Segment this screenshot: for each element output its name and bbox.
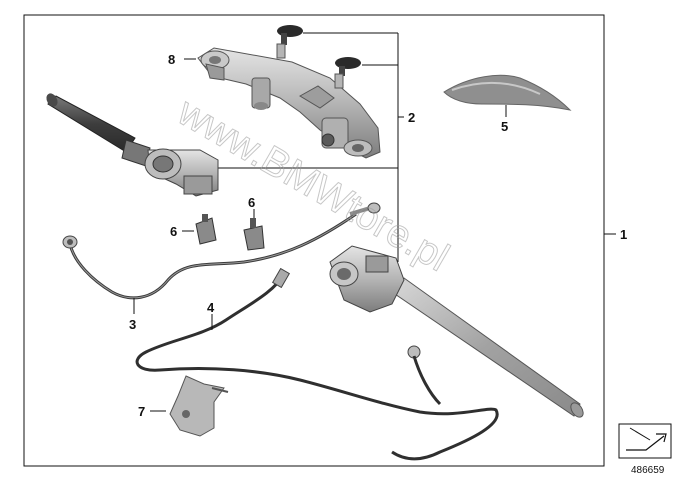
diagram-number: 486659: [631, 465, 665, 476]
handlebar-grip-part: [46, 93, 219, 197]
callout-bracket-1: [397, 168, 616, 262]
reference-box: [618, 423, 672, 459]
bracket-plate-part: [169, 375, 229, 437]
callout-6a: 6: [170, 224, 177, 239]
callout-6b: 6: [248, 195, 255, 210]
callout-1: 1: [620, 227, 627, 242]
brake-hose-part-3: [62, 202, 381, 300]
cover-part: [443, 74, 572, 111]
callout-7: 7: [138, 404, 145, 419]
clamp-part-6b: [243, 218, 265, 251]
knob-part-lower: [334, 57, 361, 89]
fork-tube-part: [329, 245, 584, 418]
clamp-part-6a: [195, 214, 217, 245]
callout-2: 2: [408, 110, 415, 125]
knob-part-upper: [276, 25, 303, 59]
triple-clamp-part: [197, 47, 381, 159]
diagram-frame: [23, 14, 605, 467]
callout-3: 3: [129, 317, 136, 332]
callout-4: 4: [207, 300, 215, 315]
brake-hose-part-4: [135, 267, 499, 461]
arrow-icon: [626, 433, 667, 451]
callout-8: 8: [168, 52, 175, 67]
callout-bracket-2: [212, 32, 404, 169]
callout-5: 5: [501, 119, 508, 134]
